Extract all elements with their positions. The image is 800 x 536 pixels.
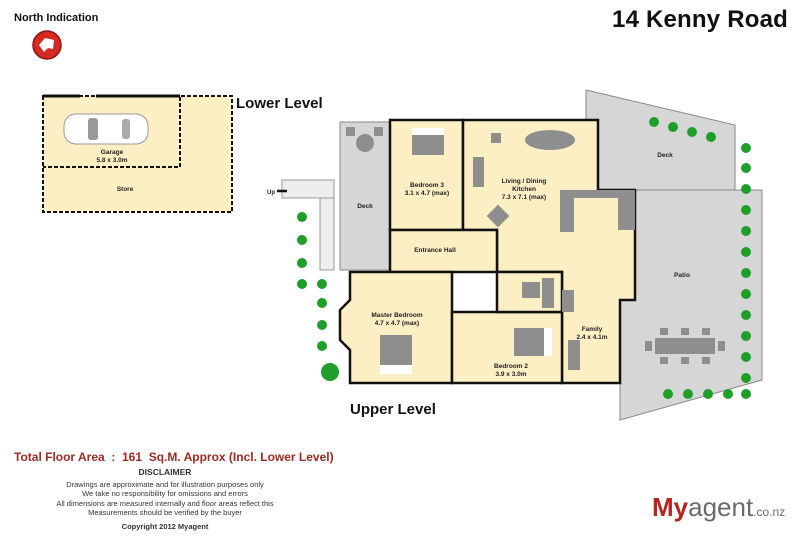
garage-name: Garage (101, 149, 124, 156)
copyright: Copyright 2012 Myagent (121, 521, 209, 531)
logo-agent: agent (688, 492, 754, 522)
living-name: Living / Dining (502, 178, 547, 185)
family-name: Family (582, 326, 603, 333)
disclaimer-title: DISCLAIMER (138, 467, 192, 477)
bedroom3-name: Bedroom 3 (410, 182, 444, 189)
disclaimer-line: Measurements should be verified by the b… (88, 508, 242, 517)
north-indication-label: North Indication (14, 12, 99, 24)
north-compass-icon (32, 30, 62, 60)
disclaimer-line: We take no responsibility for omissions … (82, 489, 248, 498)
store-name: Store (117, 186, 134, 193)
living-name-kitchen: Kitchen (512, 186, 536, 193)
stairs: Up (267, 179, 335, 271)
master-bedroom-size: 4.7 x 4.7 (max) (375, 320, 419, 327)
furniture (380, 128, 635, 374)
patio-area (619, 189, 763, 421)
family-size: 2.4 x 4.1m (576, 334, 607, 341)
myagent-logo: Myagent.co.nz (652, 492, 785, 523)
upper-level-label: Upper Level (350, 401, 436, 418)
tree-icons (297, 117, 751, 399)
bedroom2-name: Bedroom 2 (494, 363, 528, 370)
patio-table (645, 328, 725, 364)
deck-right-name: Deck (657, 152, 673, 159)
deck-left-name: Deck (357, 203, 373, 210)
living-size: 7.3 x 7.1 (max) (502, 194, 546, 201)
stairs-up-label: Up (267, 190, 275, 196)
total-floor-area: Total Floor Area : 161 Sq.M. Approx (Inc… (14, 450, 334, 464)
disclaimer-line: All dimensions are measured internally a… (56, 498, 274, 508)
disclaimer-line: Drawings are approximate and for illustr… (66, 479, 264, 489)
bedroom3-size: 3.1 x 4.7 (max) (405, 190, 449, 197)
car-icon (63, 113, 149, 145)
master-bedroom-name: Master Bedroom (371, 312, 423, 319)
bedroom2-size: 3.9 x 3.0m (495, 371, 526, 378)
logo-domain: .co.nz (753, 505, 786, 519)
logo-my: My (652, 492, 689, 522)
property-title: 14 Kenny Road (612, 6, 788, 33)
patio-name: Patio (674, 272, 690, 279)
garage-size: 5.8 x 3.0m (96, 157, 127, 164)
disclaimer: DISCLAIMER Drawings are approximate and … (40, 467, 290, 531)
entrance-hall-name: Entrance Hall (414, 247, 456, 254)
lower-level-label: Lower Level (236, 95, 323, 112)
lower-level-plan: Garage 5.8 x 3.0m Store (42, 94, 233, 213)
